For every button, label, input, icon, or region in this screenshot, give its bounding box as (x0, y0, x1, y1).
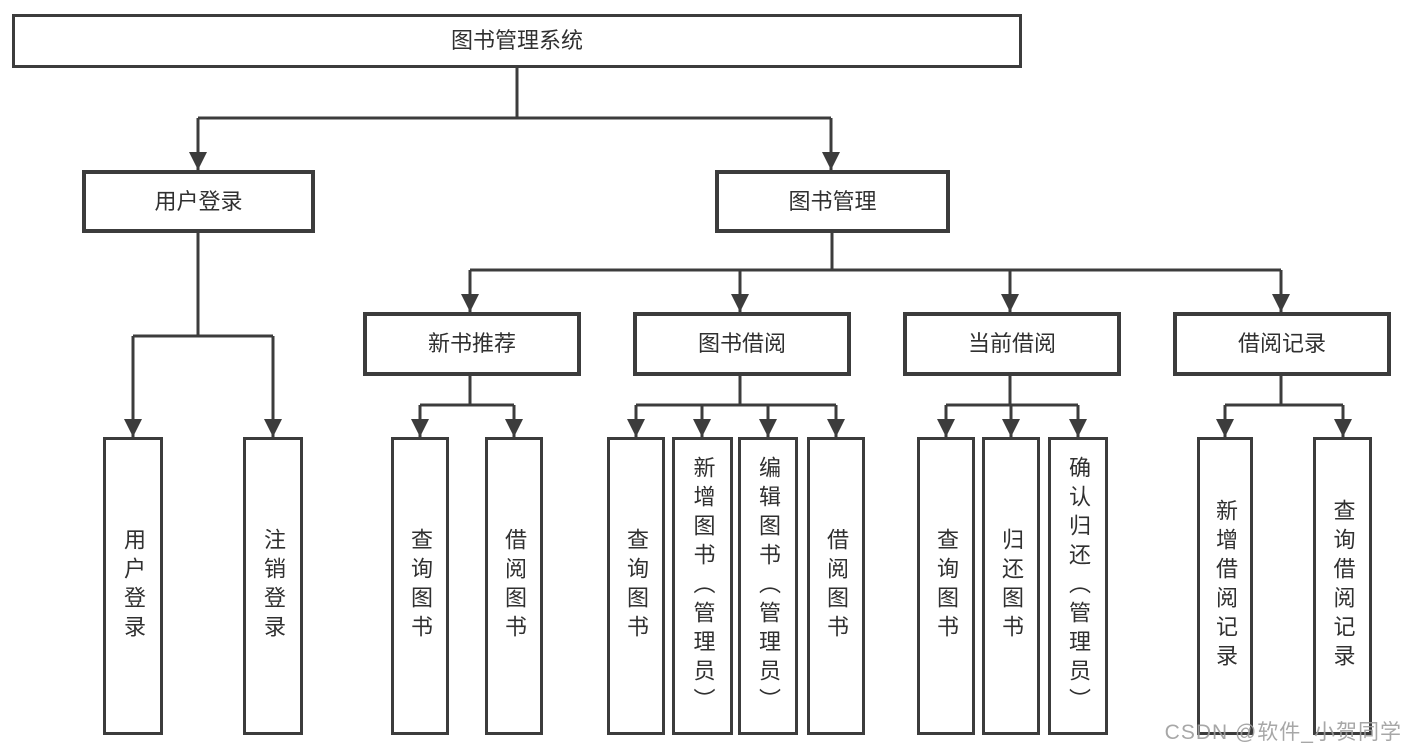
node-label: 图书管理 (788, 188, 877, 214)
node-new-book-recommend: 新书推荐 (363, 312, 581, 376)
node-label: 查询借阅记录 (1330, 499, 1356, 673)
leaf-add-book-admin: 新增图书（管理员） (672, 437, 733, 735)
leaf-edit-book-admin: 编辑图书（管理员） (738, 437, 798, 735)
node-label: 借阅图书 (824, 528, 849, 644)
node-label: 图书借阅 (697, 331, 786, 356)
node-label: 查询图书 (408, 528, 433, 644)
node-label: 查询图书 (934, 528, 959, 644)
node-label: 当前借阅 (967, 331, 1056, 356)
node-book-borrow: 图书借阅 (633, 312, 851, 376)
leaf-confirm-return-admin: 确认归还（管理员） (1048, 437, 1108, 735)
leaf-borrow-books: 借阅图书 (807, 437, 865, 735)
node-current-borrow: 当前借阅 (903, 312, 1121, 376)
node-label: 新增图书（管理员） (690, 455, 716, 717)
leaf-return-books: 归还图书 (982, 437, 1040, 735)
node-label: 新增借阅记录 (1213, 499, 1238, 673)
node-label: 确认归还（管理员） (1066, 455, 1091, 717)
node-label: 新书推荐 (427, 331, 516, 356)
node-library-management-system: 图书管理系统 (12, 14, 1022, 68)
leaf-query-books-current: 查询图书 (917, 437, 975, 735)
node-label: 归还图书 (999, 528, 1024, 644)
node-borrow-record: 借阅记录 (1173, 312, 1391, 376)
node-label: 编辑图书（管理员） (756, 455, 781, 717)
node-label: 注销登录 (261, 528, 286, 644)
leaf-borrow-books-recommend: 借阅图书 (485, 437, 543, 735)
node-label: 借阅记录 (1237, 331, 1326, 356)
node-label: 图书管理系统 (450, 28, 583, 53)
node-label: 用户登录 (154, 188, 243, 214)
leaf-user-login: 用户登录 (103, 437, 163, 735)
leaf-query-books-recommend: 查询图书 (391, 437, 449, 735)
leaf-query-books-borrow: 查询图书 (607, 437, 665, 735)
node-label: 借阅图书 (502, 528, 527, 644)
node-book-management: 图书管理 (715, 170, 950, 233)
node-label: 用户登录 (121, 528, 146, 644)
node-user-login: 用户登录 (82, 170, 315, 233)
leaf-query-borrow-record: 查询借阅记录 (1313, 437, 1372, 735)
leaf-add-borrow-record: 新增借阅记录 (1197, 437, 1253, 735)
leaf-logout: 注销登录 (243, 437, 303, 735)
node-label: 查询图书 (624, 528, 649, 644)
